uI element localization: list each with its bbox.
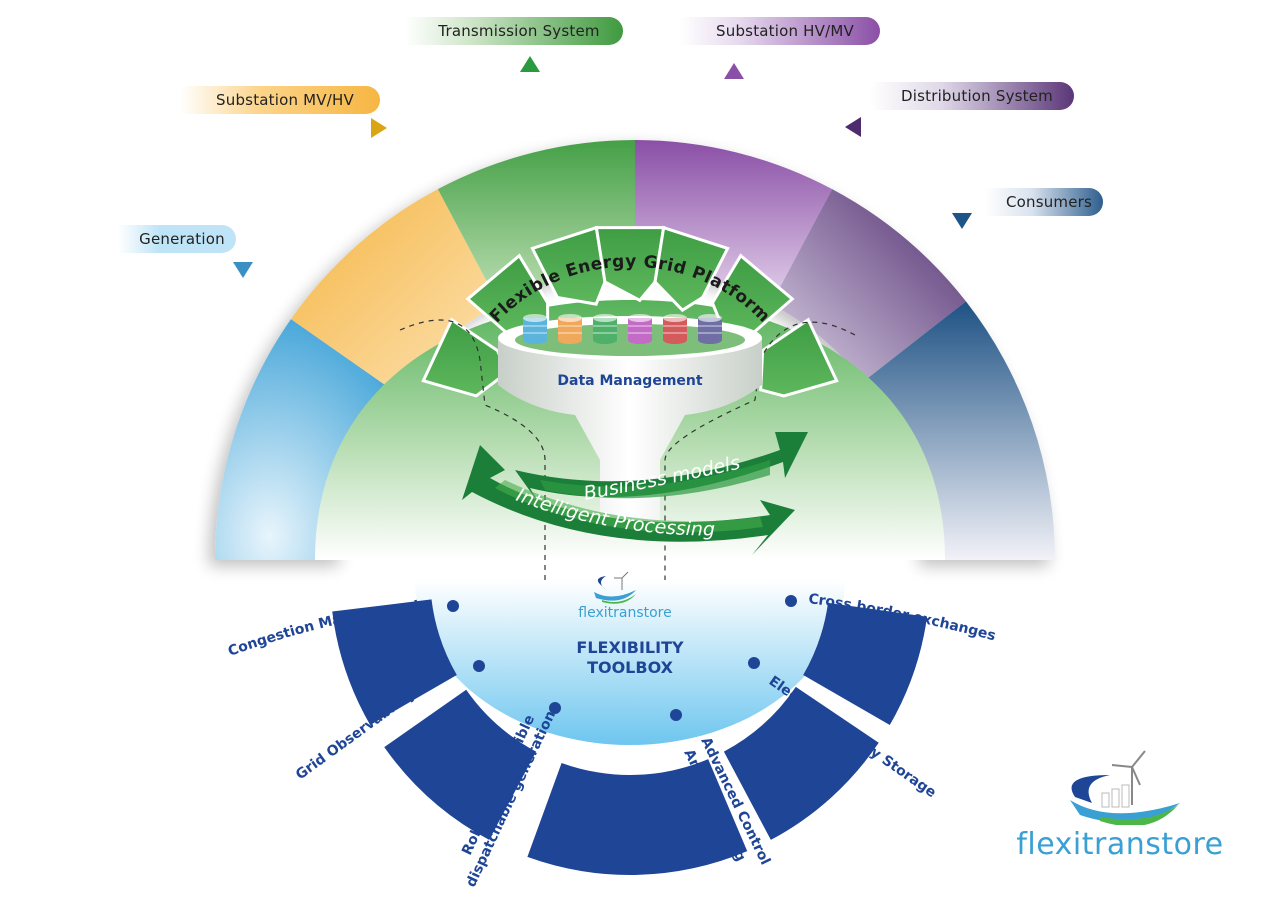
- toolbox-title: FLEXIBILITY TOOLBOX: [530, 638, 730, 678]
- pointer-transmission-icon: [520, 56, 540, 72]
- database-icon: [663, 314, 687, 344]
- pointer-consumers-icon: [952, 213, 972, 229]
- toolbox-title-line1: FLEXIBILITY: [576, 638, 684, 657]
- pointer-distribution-icon: [845, 117, 861, 137]
- toolbox-title-line2: TOOLBOX: [587, 658, 673, 677]
- ring-segment-generation: [215, 319, 398, 560]
- toolbox-bowl: [415, 580, 845, 745]
- pointer-substation-mv-hv-icon: [371, 118, 387, 138]
- toolbox-segment-electrical-storage: [803, 602, 928, 725]
- brand-logo: flexitranstore: [1000, 745, 1240, 875]
- processing-arrows: [462, 432, 808, 555]
- brand-logo-text: flexitranstore: [1016, 827, 1224, 862]
- toolbox-segments: [332, 599, 928, 875]
- pointer-generation-icon: [233, 262, 253, 278]
- database-icon: [593, 314, 617, 344]
- dot-storage: [748, 657, 760, 669]
- pill-substation-mv-hv: Substation MV/HV: [180, 86, 380, 114]
- database-icons: [523, 314, 722, 344]
- database-icon: [698, 314, 722, 344]
- pointer-substation-hv-mv-icon: [724, 63, 744, 79]
- dot-observability: [473, 660, 485, 672]
- data-management-label: Data Management: [557, 373, 703, 389]
- label-grid-observability: Grid Observability: [293, 686, 419, 783]
- pill-generation: Generation: [118, 225, 236, 253]
- toolbox-logo-icon: [594, 571, 636, 604]
- pill-consumers: Consumers: [985, 188, 1103, 216]
- toolbox-segment-advanced-control: [723, 686, 879, 840]
- toolbox-segment-congestion-management: [332, 599, 457, 725]
- inbound-arrow: [653, 225, 730, 313]
- toolbox-dots: [447, 595, 797, 721]
- ring-segment-substation-mv-hv: [290, 189, 499, 394]
- dot-congestion: [447, 600, 459, 612]
- pill-substation-hv-mv: Substation HV/MV: [680, 17, 880, 45]
- toolbox-brand-text: flexitranstore: [578, 605, 672, 621]
- pill-transmission-system: Transmission System: [405, 17, 623, 45]
- database-icon: [628, 314, 652, 344]
- database-icon: [523, 314, 547, 344]
- dot-advanced: [670, 709, 682, 721]
- ring-segment-distribution-system: [771, 189, 966, 382]
- inbound-arrow: [759, 317, 839, 398]
- toolbox-segment-grid-observability: [384, 689, 537, 840]
- brand-logo-icon: [1070, 750, 1180, 827]
- toolbox-segment-robust-dispatchable: [527, 759, 748, 875]
- pill-distribution-system: Distribution System: [870, 82, 1074, 110]
- ring-segment-consumers: [863, 301, 1055, 560]
- inbound-arrow: [594, 226, 666, 303]
- database-icon: [558, 314, 582, 344]
- inbound-arrow: [530, 225, 607, 306]
- dot-robust: [549, 702, 561, 714]
- dot-cross-border: [785, 595, 797, 607]
